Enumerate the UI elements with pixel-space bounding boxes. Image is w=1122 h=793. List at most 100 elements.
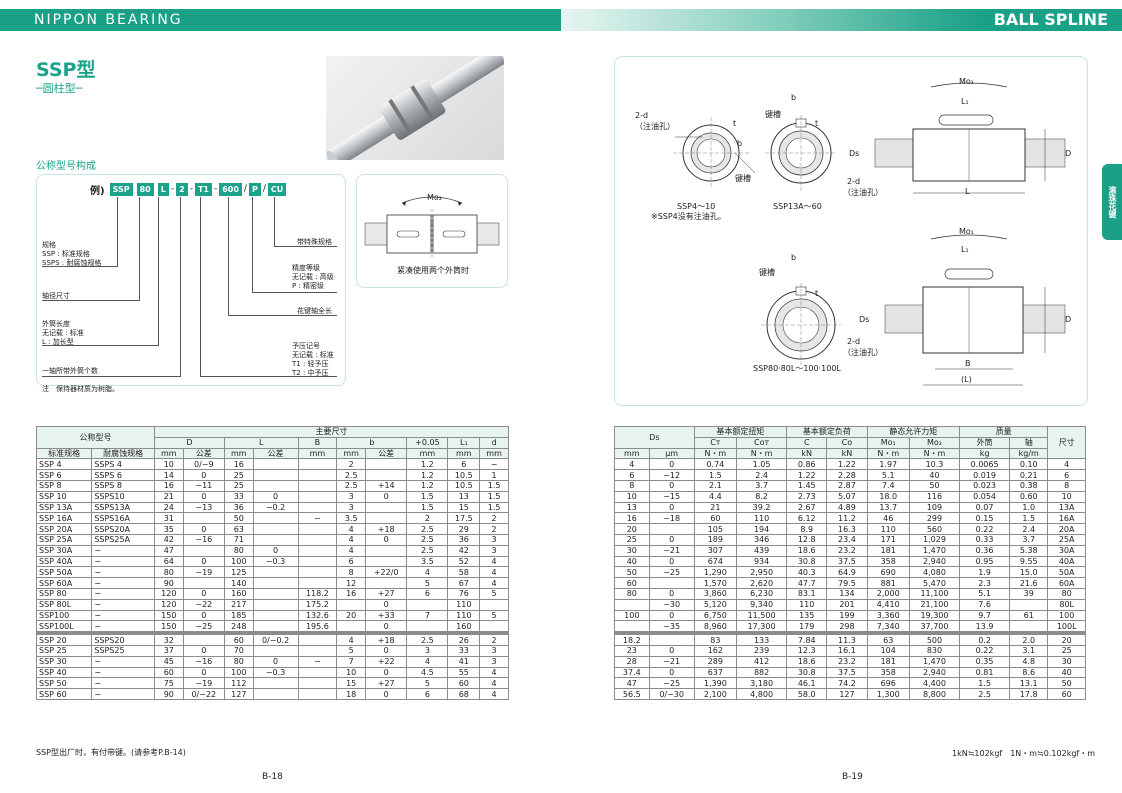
table-cell: 42 [447, 544, 481, 557]
table-cell: 13.9 [959, 620, 1011, 634]
table-cell [297, 458, 338, 471]
col-torque: 基本额定扭矩 [693, 426, 788, 438]
table-cell: 0.2 [959, 632, 1011, 646]
table-cell: SSP 60A [35, 577, 93, 589]
table-cell: 0/−30 [648, 688, 695, 700]
col-ct: Cт [693, 436, 738, 449]
table-cell: SSP 6 [35, 469, 93, 481]
table-cell: − [91, 666, 155, 679]
table-cell: 0.054 [959, 490, 1011, 503]
table-cell: SSP 8 [35, 479, 93, 492]
table-cell: 100L [1047, 620, 1086, 634]
table-cell: 30.8 [786, 666, 828, 679]
table-cell: 0 [182, 609, 225, 622]
table-cell: 135 [786, 609, 828, 622]
ds-label-2: Ds [859, 315, 870, 324]
table-cell: 116 [908, 490, 961, 503]
leader-line [252, 292, 337, 293]
table-cell: 110 [786, 598, 828, 611]
table-cell: 16 [336, 587, 367, 600]
table-cell: 0 [648, 666, 695, 679]
table-cell: 39 [1009, 587, 1049, 600]
code-preload: T1 [194, 182, 212, 196]
col-b: b [336, 436, 408, 449]
table-cell: 1.5 [479, 479, 509, 492]
table-cell: −0.3 [252, 555, 299, 568]
table-cell [365, 501, 408, 514]
table-cell: 1.2 [406, 469, 449, 481]
code-sep: - [170, 184, 175, 194]
table-cell: 46 [866, 512, 910, 525]
table-cell: 110 [447, 598, 481, 611]
table-cell: 125 [223, 566, 254, 579]
col-D: D [153, 436, 225, 449]
table-cell: 3 [336, 501, 367, 514]
table-cell: 50 [908, 479, 961, 492]
table-cell: 36 [447, 533, 481, 546]
table-cell: 8,960 [693, 620, 738, 634]
oil-hole-note-2: （注油孔） [843, 188, 883, 197]
table-cell: 100 [614, 609, 650, 622]
table-cell: 358 [866, 666, 910, 679]
table-cell: 39.2 [736, 501, 788, 514]
table-cell: 1.5 [693, 469, 738, 481]
table-cell: 0 [252, 544, 299, 557]
table-cell: SSP 40 [35, 666, 93, 679]
unit: mm [447, 447, 481, 460]
table-cell: 201 [826, 598, 868, 611]
table-cell: SSPS10 [91, 490, 155, 503]
table-cell: 90 [153, 688, 184, 700]
table-cell [365, 577, 408, 589]
table-cell: 37.5 [826, 555, 868, 568]
table-cell: 36 [223, 501, 254, 514]
table-cell: −18 [648, 512, 695, 525]
table-cell: 64 [153, 555, 184, 568]
table-cell: 5 [406, 577, 449, 589]
table-cell: 9.7 [959, 609, 1011, 622]
table-cell: 28 [614, 655, 650, 668]
page-title: SSP型 [36, 59, 96, 81]
leader-line [228, 315, 337, 316]
col-t: +0.05 [406, 436, 449, 449]
table-cell: 2.4 [736, 469, 788, 481]
model-code-box [36, 174, 346, 386]
table-cell: 45 [153, 655, 184, 668]
col-c: C [786, 436, 828, 449]
side-tab[interactable]: 滚珠花键 [1102, 164, 1122, 240]
table-cell [182, 577, 225, 589]
oil-hole-note: （注油孔） [635, 122, 675, 131]
table-cell: 2,620 [736, 577, 788, 589]
table-cell: 5.38 [1009, 544, 1049, 557]
table-cell: SSPS16A [91, 512, 155, 525]
table-cell: 7 [336, 655, 367, 668]
table-cell: 199 [826, 609, 868, 622]
table-cell: 60 [153, 666, 184, 679]
table-cell: 40 [1047, 666, 1086, 679]
leader-line [228, 197, 229, 316]
table-cell: 1.5 [479, 490, 509, 503]
table-cell: +27 [365, 587, 408, 600]
leader-line [158, 197, 159, 346]
note-shaft: 轴径尺寸 [42, 292, 70, 300]
table-cell: 40 [614, 555, 650, 568]
keyway-label-3: 键槽 [759, 268, 775, 277]
table-cell: 16 [153, 479, 184, 492]
table-cell [252, 458, 299, 471]
table-cell: 7.6 [959, 598, 1011, 611]
table-cell: 10 [153, 458, 184, 471]
caption-ssp80: SSP80·80L～100·100L [753, 364, 841, 373]
table-cell: SSP 30A [35, 544, 93, 557]
table-cell: 500 [908, 632, 961, 646]
table-cell: 37.5 [826, 666, 868, 679]
table-cell [252, 598, 299, 611]
note-caution: 注 保持器材质为树脂。 [42, 385, 119, 393]
table-cell: − [91, 598, 155, 611]
table-cell: 2 [406, 512, 449, 525]
unit: mm [336, 447, 367, 460]
table-cell: 5 [406, 677, 449, 690]
